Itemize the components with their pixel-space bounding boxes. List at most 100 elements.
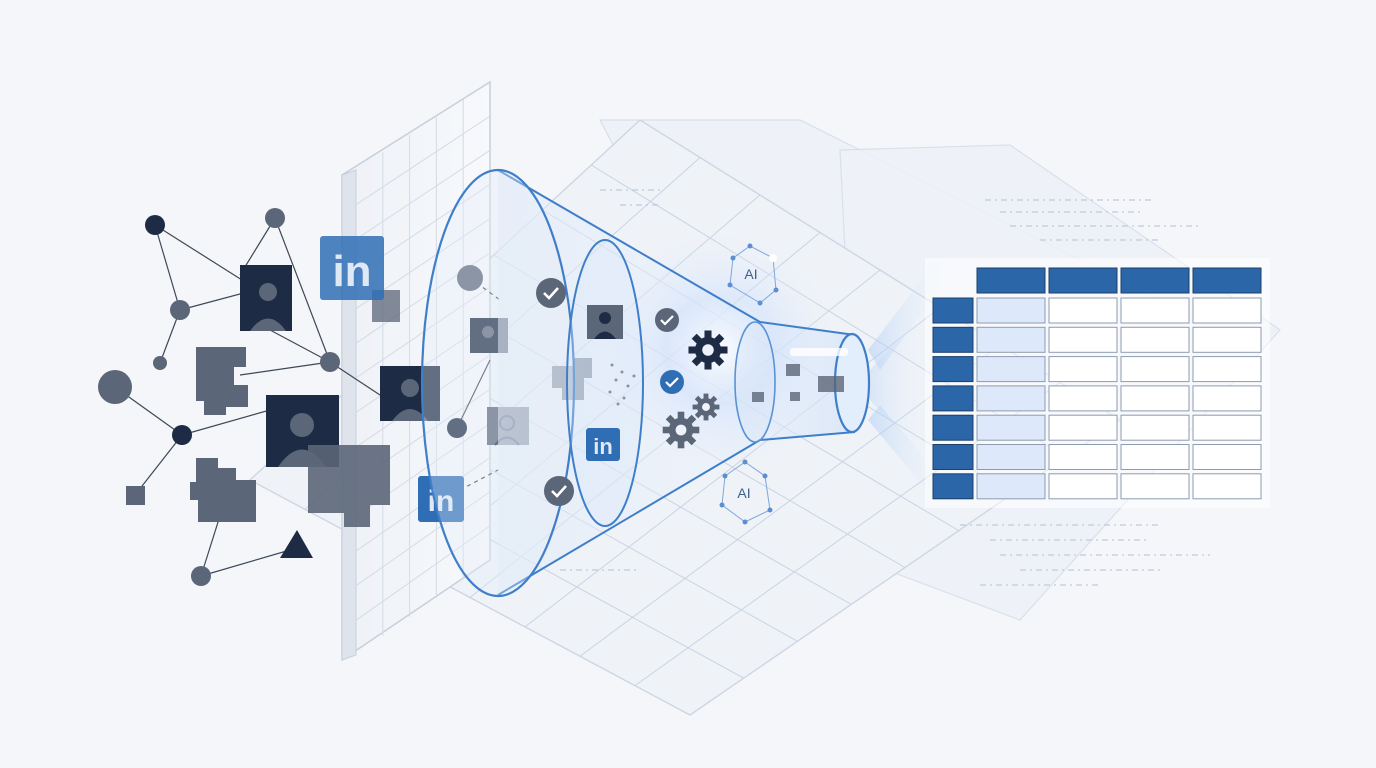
network-edge [181, 409, 271, 436]
table-cell [1048, 473, 1118, 500]
gear-icon [662, 411, 700, 449]
table-cell [1120, 414, 1190, 441]
check-circle-icon [536, 278, 566, 308]
table-row-header-cell [932, 444, 974, 470]
table-cell [976, 414, 1046, 441]
table-cell [1048, 385, 1118, 412]
table-cell [1120, 297, 1190, 324]
network-node [172, 425, 192, 445]
table-cell [1048, 414, 1118, 441]
network-node-square [126, 486, 145, 505]
network-node [457, 265, 483, 291]
user-profile-icon [587, 305, 623, 339]
wall-grid-line [355, 286, 491, 379]
network-node [447, 418, 467, 438]
table-cell [1120, 473, 1190, 500]
network-graph [114, 217, 501, 577]
check-circle-icon [655, 308, 679, 332]
network-edge [154, 224, 181, 311]
check-circle-icon [660, 370, 684, 394]
dot-particles [608, 363, 636, 406]
wall-grid-line [355, 149, 491, 240]
table-header-cell [1048, 267, 1118, 294]
ai-label: AI [737, 485, 750, 501]
wall-grid-line [355, 491, 491, 587]
network-node-triangle [280, 530, 313, 558]
funnel-ring-middle [566, 239, 644, 527]
user-profile-icon [380, 366, 440, 421]
table-cell [1120, 356, 1190, 383]
table-cell [1192, 326, 1262, 353]
wall-grid-line [355, 525, 491, 621]
network-node [153, 356, 167, 370]
table-cell [976, 356, 1046, 383]
network-nodes [98, 208, 483, 586]
table-cell [976, 473, 1046, 500]
funnel-outline-top [497, 169, 856, 336]
puzzle-piece-icon [196, 347, 248, 415]
linkedin-badge: in [418, 476, 464, 522]
linkedin-badge: in [320, 236, 384, 300]
funnel [420, 168, 871, 598]
table-cell [976, 326, 1046, 353]
network-node [98, 370, 132, 404]
table-cell [1048, 444, 1118, 470]
puzzle-piece-icon [190, 458, 256, 522]
funnel-mouth [420, 168, 576, 598]
network-edge [239, 361, 331, 376]
check-circle-icon [544, 476, 574, 506]
table-cell [1048, 356, 1118, 383]
network-edge [459, 469, 499, 491]
table-row-header-cell [932, 326, 974, 353]
ai-network-icon: AI [727, 243, 779, 306]
table-cell [1192, 414, 1262, 441]
table-cell [1192, 473, 1262, 500]
linkedin-logo-icon: in [593, 434, 613, 459]
network-node [170, 300, 190, 320]
network-edge [456, 359, 491, 429]
table-cell [1048, 326, 1118, 353]
gear-icon [692, 393, 720, 421]
puzzle-piece-icon [308, 445, 390, 527]
table-row-header-cell [932, 414, 974, 441]
table-header-cell [1192, 267, 1262, 294]
network-node [145, 215, 165, 235]
table-glow [925, 258, 1270, 508]
wall-grid-line [355, 115, 491, 206]
linkedin-logo-icon: in [332, 247, 371, 296]
table-row-header-cell [932, 297, 974, 324]
table-cell [976, 385, 1046, 412]
table-cell [1192, 385, 1262, 412]
network-node [265, 208, 285, 228]
table-row-header-cell [932, 356, 974, 383]
network-edge [200, 549, 291, 577]
network-edge [154, 224, 243, 281]
table-row-header-cell [932, 385, 974, 412]
table-cell [976, 444, 1046, 470]
funnel-spout-highlight [790, 348, 848, 356]
table-cell [1120, 385, 1190, 412]
network-node [320, 352, 340, 372]
table-header-cell [1120, 267, 1190, 294]
table-cell [1192, 356, 1262, 383]
table-header-cell [976, 267, 1046, 294]
profile-cards [240, 265, 529, 467]
ai-network-icon: AI [719, 459, 773, 525]
output-table [925, 258, 1270, 508]
network-edge [274, 217, 331, 363]
spout-fragments [752, 364, 844, 402]
table-cell [976, 297, 1046, 324]
network-edge [469, 277, 501, 301]
network-node [191, 566, 211, 586]
network-edge [269, 329, 331, 363]
table-cell [1048, 297, 1118, 324]
table-cell [1120, 326, 1190, 353]
data-streaks [560, 189, 1210, 586]
gear-icon [688, 330, 728, 370]
user-profile-icon [240, 265, 292, 331]
network-edge [134, 434, 183, 496]
table-cell [1120, 444, 1190, 470]
table-cell [1192, 297, 1262, 324]
gear-cluster [662, 330, 728, 449]
